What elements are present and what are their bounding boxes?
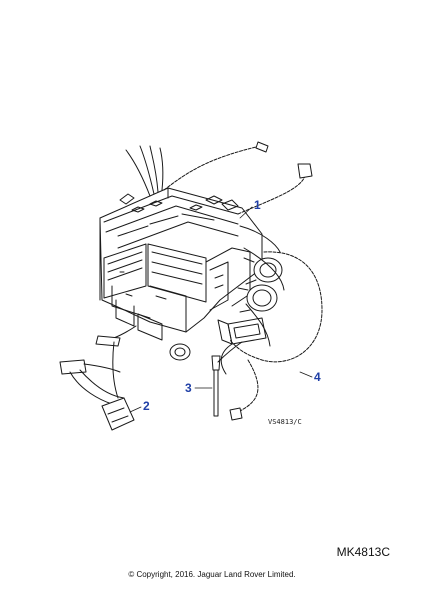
air-outlet-lower — [237, 284, 278, 313]
copyright-notice: © Copyright, 2016. Jaguar Land Rover Lim… — [128, 570, 296, 579]
illustration-code: MK4813C — [336, 545, 390, 559]
control-module — [217, 317, 267, 345]
harness-wires-top — [125, 141, 269, 197]
callout-4: 4 — [314, 370, 321, 384]
callout-leaders — [129, 206, 313, 413]
blower-outlet-bottom — [169, 343, 191, 361]
callout-3: 3 — [185, 381, 192, 395]
temperature-probe — [211, 341, 243, 417]
harness-connector-left — [59, 325, 137, 431]
callout-1: 1 — [254, 198, 261, 212]
heater-unit-housing — [99, 187, 263, 341]
drawing-reference-code: VS4813/C — [268, 418, 302, 426]
air-outlet-upper — [243, 257, 283, 285]
sensor-lead-route — [220, 251, 323, 421]
harness-route-right — [237, 163, 313, 347]
callout-2: 2 — [143, 399, 150, 413]
